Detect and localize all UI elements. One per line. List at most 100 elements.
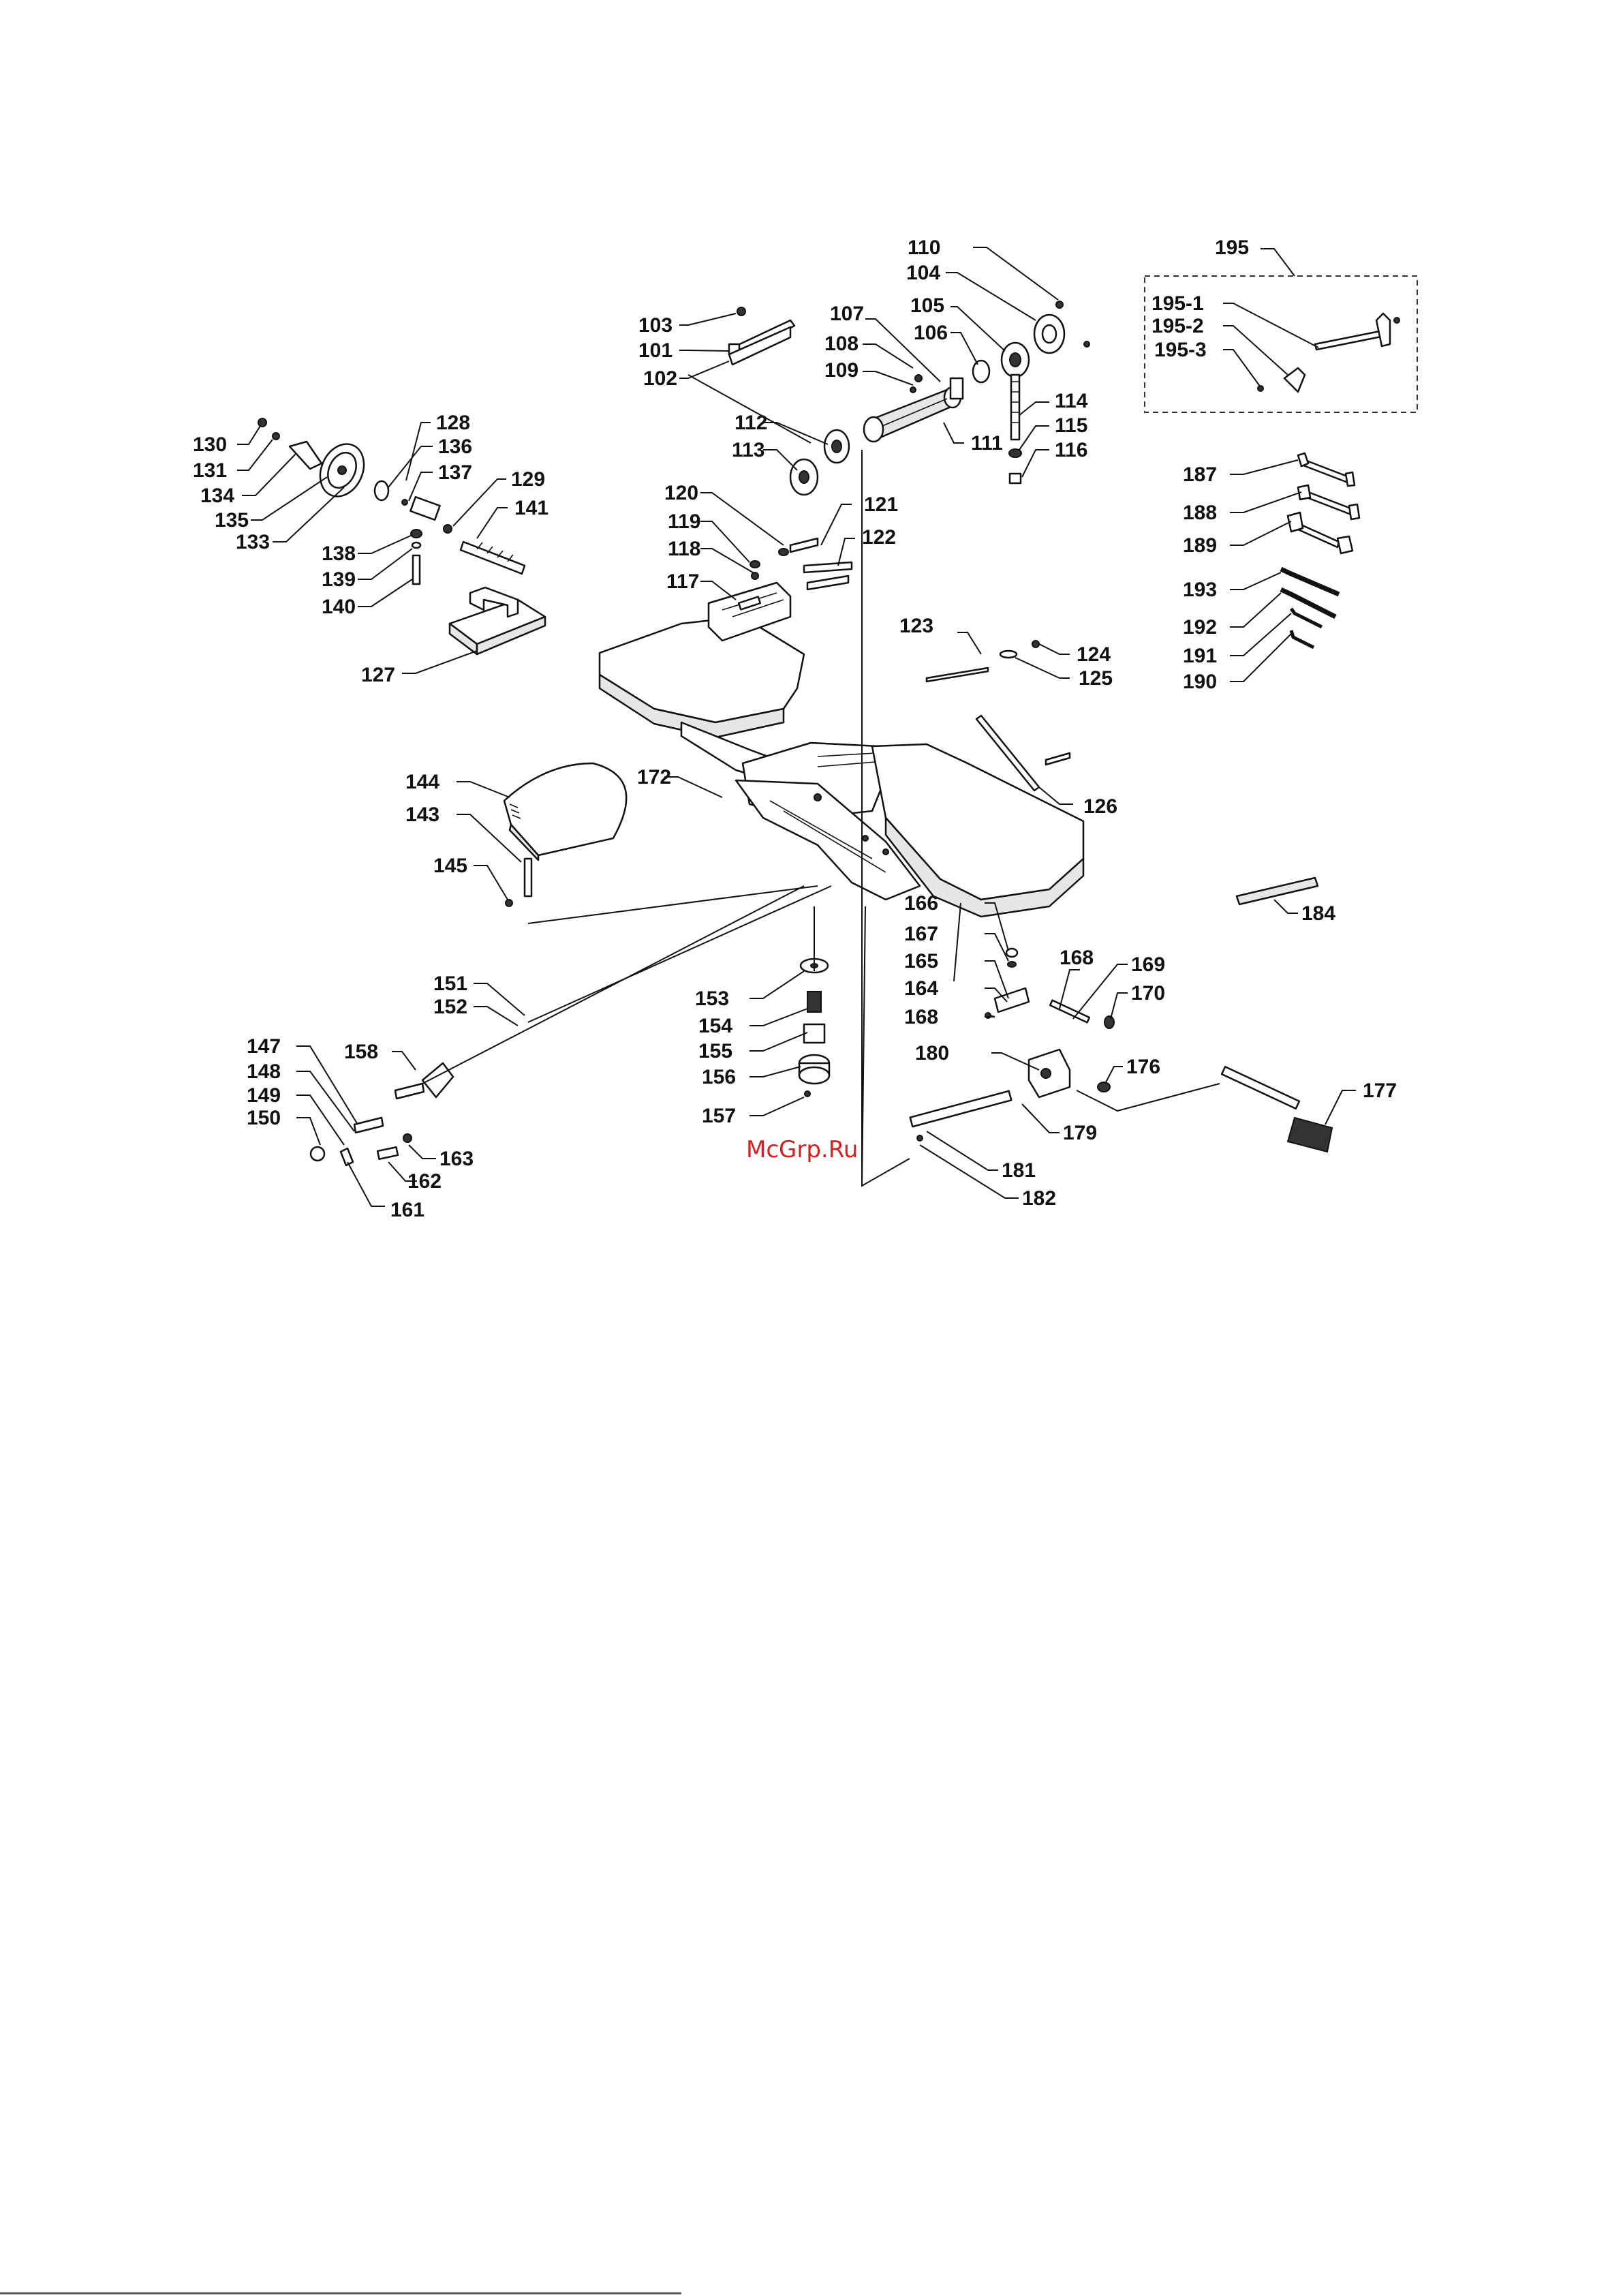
callout-111: 111 [971,432,1003,455]
callout-136: 136 [438,435,472,458]
callout-195-3: 195-3 [1154,339,1207,361]
callout-labels: 110 104 105 106 107 108 109 103 101 102 … [193,236,1397,1221]
callout-133: 133 [236,531,270,553]
callout-119: 119 [668,510,700,533]
callout-126: 126 [1083,795,1117,818]
callout-152: 152 [433,996,467,1018]
callout-161: 161 [390,1199,424,1221]
callout-117: 117 [666,570,699,593]
callout-104: 104 [906,262,940,284]
callout-147: 147 [247,1035,281,1058]
callout-191: 191 [1183,645,1217,667]
callout-106: 106 [914,322,948,344]
callout-150: 150 [247,1107,281,1129]
callout-167: 167 [904,923,938,945]
bearings [789,429,850,496]
callout-144: 144 [405,771,439,793]
callout-195-1: 195-1 [1151,292,1204,315]
callout-195: 195 [1215,236,1249,259]
callout-128: 128 [436,412,470,434]
callout-190: 190 [1183,671,1217,693]
adjust-bolt [1008,373,1022,485]
callout-168-lower: 168 [904,1006,938,1028]
cutter-guard [503,762,628,907]
callout-180: 180 [915,1042,949,1065]
callout-115: 115 [1055,414,1087,437]
callout-163: 163 [439,1148,474,1170]
callout-151: 151 [433,973,467,995]
callout-166: 166 [904,892,938,915]
callout-138: 138 [322,542,356,565]
callout-172: 172 [637,766,671,789]
lead-screw [410,524,526,585]
callout-158: 158 [344,1041,378,1063]
callout-105: 105 [910,294,944,317]
callout-137: 137 [438,461,472,484]
fence-mount [707,537,853,642]
callout-123: 123 [899,615,933,637]
callout-162: 162 [407,1170,442,1193]
callout-169: 169 [1131,953,1165,976]
crank-shaft [909,1048,1333,1153]
callout-145: 145 [433,855,467,877]
callout-121: 121 [864,493,898,516]
callout-109: 109 [824,359,859,382]
callout-164: 164 [904,977,938,1000]
callout-127: 127 [361,664,395,686]
callout-112: 112 [735,412,767,434]
callout-156: 156 [702,1066,736,1088]
callout-157: 157 [702,1105,736,1127]
callout-154: 154 [698,1015,732,1037]
callout-155: 155 [698,1040,732,1062]
callout-192: 192 [1183,616,1217,639]
callout-189: 189 [1183,534,1217,557]
callout-168-upper: 168 [1060,947,1094,969]
wrenches [1280,452,1361,649]
callout-116: 116 [1055,439,1087,461]
callout-131: 131 [193,459,227,482]
callout-141: 141 [514,497,548,519]
callout-125: 125 [1079,667,1113,690]
parts-drawing [258,275,1418,1167]
callout-140: 140 [322,596,356,618]
rods [925,640,1319,906]
callout-195-2: 195-2 [1151,315,1204,337]
callout-129: 129 [511,468,545,491]
callout-148: 148 [247,1060,281,1083]
callout-113: 113 [732,439,764,461]
callout-193: 193 [1183,579,1217,601]
callout-130: 130 [193,433,227,456]
push-block [448,586,546,656]
planer-table [598,615,1085,918]
callout-118: 118 [668,538,700,560]
callout-188: 188 [1183,502,1217,524]
callout-107: 107 [830,303,864,325]
callout-182: 182 [1022,1187,1056,1210]
callout-120: 120 [664,482,698,504]
callout-122: 122 [862,526,896,549]
callout-177: 177 [1363,1080,1397,1102]
cutterhead [863,374,964,443]
callout-108: 108 [824,333,859,355]
spring-stack [798,958,831,1097]
handwheel [258,418,441,521]
callout-110: 110 [908,236,940,259]
callout-101: 101 [638,339,673,362]
callout-149: 149 [247,1084,281,1107]
callout-165: 165 [904,950,938,973]
callout-176: 176 [1126,1056,1160,1078]
callout-184: 184 [1301,902,1335,925]
callout-153: 153 [695,988,729,1010]
callout-187: 187 [1183,463,1217,486]
callout-170: 170 [1131,982,1165,1005]
fence-bracket [728,307,796,366]
watermark: McGrp.Ru [746,1136,858,1163]
callout-135: 135 [215,509,249,532]
callout-102: 102 [643,367,677,390]
callout-103: 103 [638,314,673,337]
leader-lines [237,247,1356,1207]
pulley-set [972,301,1090,384]
callout-134: 134 [200,485,234,507]
callout-179: 179 [1063,1122,1097,1144]
